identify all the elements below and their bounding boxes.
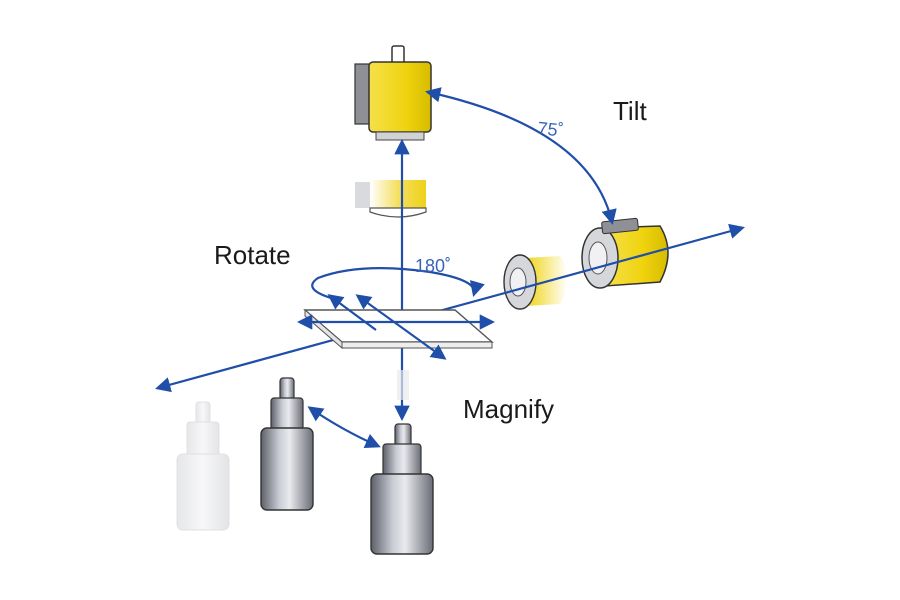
top-camera: [354, 45, 432, 141]
tilt-axis: [155, 223, 745, 393]
faded-camera-ghost: [355, 180, 427, 218]
stage-diag-arrow: [327, 294, 377, 331]
tilt-arc-arrow: [424, 87, 617, 225]
tilt-angle-label: 75˚: [537, 118, 565, 141]
magnify-arrow: [307, 406, 381, 449]
sample-stage: [303, 308, 494, 350]
stage-y-arrow: [355, 294, 447, 360]
rotate-angle-label: 180˚: [415, 256, 451, 276]
tilted-camera: [581, 217, 669, 289]
objective-lens-ghost: [176, 401, 230, 531]
rotate-arc-arrow: [311, 267, 485, 302]
tilt-label: Tilt: [613, 96, 647, 126]
magnify-label: Magnify: [463, 394, 554, 424]
rotate-label: Rotate: [214, 240, 291, 270]
faded-tilted-lens: [503, 254, 568, 310]
objective-lens-front: [370, 370, 434, 555]
objective-lens-middle: [260, 377, 314, 511]
